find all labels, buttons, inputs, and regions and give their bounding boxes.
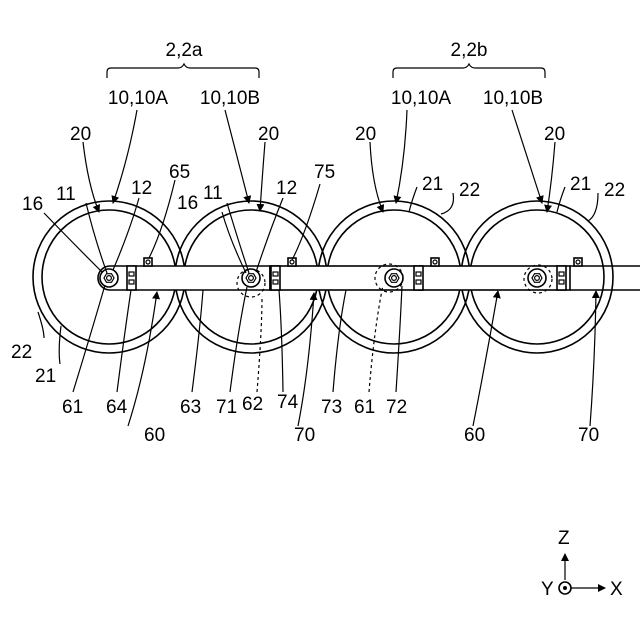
- ref-11-b: 11: [203, 183, 223, 204]
- ref-22-a: 22: [459, 180, 480, 201]
- ref-21-b: 21: [570, 174, 591, 195]
- ref-20-c: 20: [355, 124, 376, 145]
- axis-indicator: Z Y X: [541, 528, 623, 600]
- group-2b-label: 2,2b: [451, 40, 488, 61]
- ref-64: 64: [106, 397, 128, 418]
- label-10-10b-2: 10,10B: [483, 88, 543, 109]
- ref-20-b: 20: [258, 124, 279, 145]
- ref-62: 62: [242, 394, 263, 415]
- axis-z-label: Z: [558, 528, 570, 549]
- bracket-2a: [107, 64, 259, 78]
- ref-65: 65: [169, 162, 190, 183]
- axis-x-label: X: [610, 579, 623, 600]
- ref-70-b: 70: [578, 425, 599, 446]
- ref-16-a: 16: [22, 194, 43, 215]
- ref-21-a: 21: [422, 174, 443, 195]
- ref-16-b: 16: [177, 193, 198, 214]
- ref-12-b: 12: [276, 178, 297, 199]
- ref-60-a: 60: [144, 425, 165, 446]
- ref-20-a: 20: [70, 124, 91, 145]
- ref-61-b: 61: [354, 397, 375, 418]
- ref-73: 73: [321, 397, 342, 418]
- bracket-2b: [393, 64, 545, 78]
- ref-74: 74: [277, 392, 299, 413]
- group-2a-label: 2,2a: [166, 40, 203, 61]
- hub-1: [100, 269, 118, 287]
- axis-y-label: Y: [541, 579, 554, 600]
- ref-71: 71: [216, 397, 237, 418]
- ref-22-c: 22: [11, 342, 32, 363]
- label-10-10a-1: 10,10A: [108, 88, 169, 109]
- label-10-10a-2: 10,10A: [391, 88, 452, 109]
- label-10-10b-1: 10,10B: [200, 88, 260, 109]
- ref-22-b: 22: [604, 180, 625, 201]
- ref-60-b: 60: [464, 425, 485, 446]
- ref-75: 75: [314, 162, 335, 183]
- ref-12-a: 12: [131, 178, 152, 199]
- ref-61-a: 61: [62, 397, 83, 418]
- ref-11-a: 11: [56, 184, 76, 205]
- ref-21-c: 21: [35, 366, 56, 387]
- ref-70-a: 70: [294, 425, 315, 446]
- top-screws: [144, 258, 582, 266]
- ref-20-d: 20: [544, 124, 565, 145]
- ref-63: 63: [180, 397, 201, 418]
- ref-72: 72: [386, 397, 407, 418]
